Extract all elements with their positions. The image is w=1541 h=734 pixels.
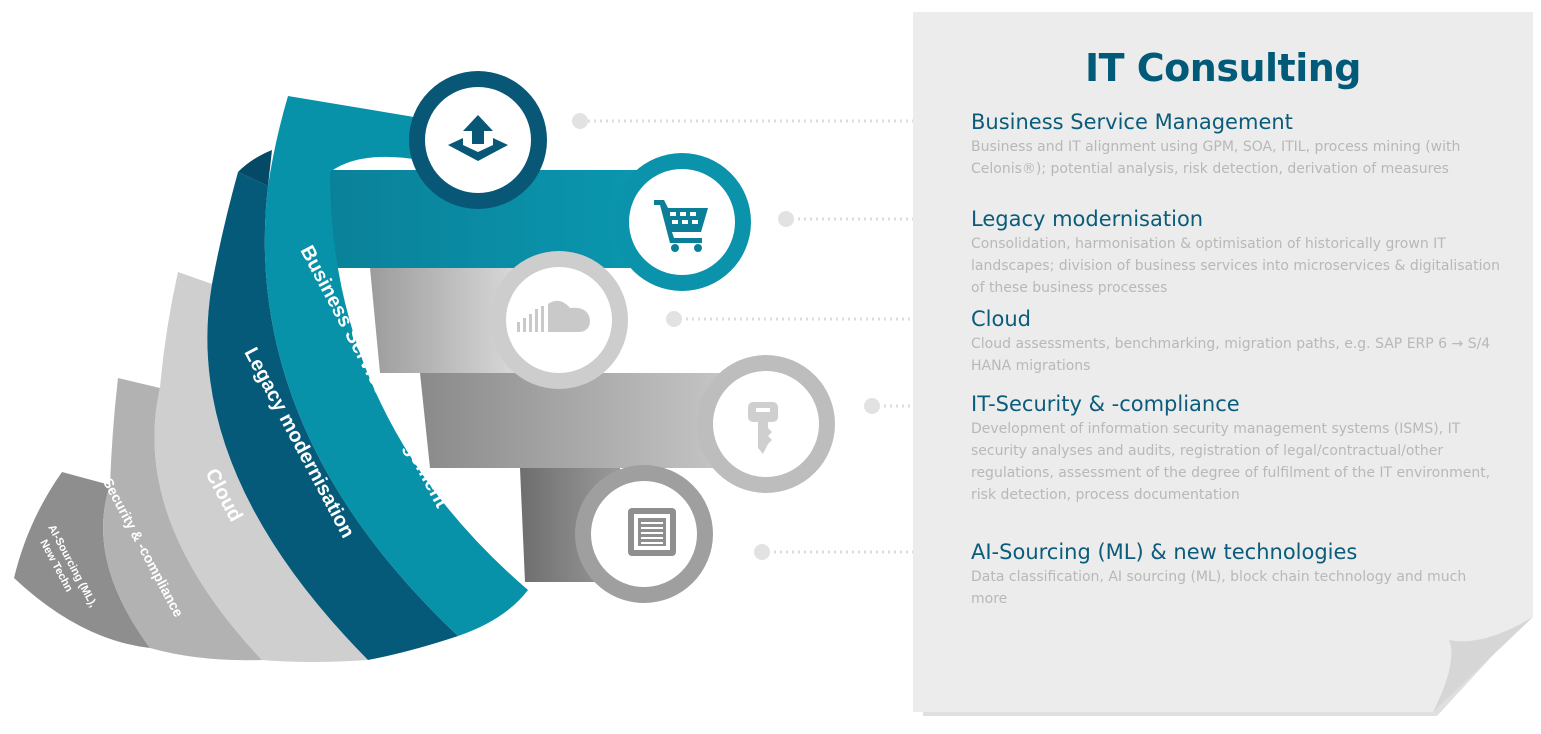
service-title: AI-Sourcing (ML) & new technologies [971,540,1358,564]
upload-tray-icon [448,115,508,161]
connector-dot-ai-start [754,544,770,560]
service-title: IT-Security & -compliance [971,392,1240,416]
service-it-security: IT-Security & -compliance Development of… [971,391,1501,506]
connector-dot-security-start [864,398,880,414]
ribbon-legacy [300,170,660,268]
shopping-cart-icon [654,200,708,252]
band-cloud [154,272,368,662]
document-icon [628,508,676,556]
service-legacy: Legacy modernisation Consolidation, harm… [971,206,1501,299]
band-legacy-modernisation [207,172,458,660]
service-cloud: Cloud Cloud assessments, benchmarking, m… [971,306,1501,377]
key-icon [748,402,778,454]
connector-dot-bsm-start [572,113,588,129]
it-consulting-panel: IT Consulting Business Service Managemen… [913,12,1533,718]
service-title: Legacy modernisation [971,207,1204,231]
fold-shade-bsm [238,150,272,186]
band-it-security [103,378,262,661]
service-description: Data classification, AI sourcing (ML), b… [971,569,1467,607]
service-bsm: Business Service Management Business and… [971,109,1501,180]
service-title: Business Service Management [971,110,1293,134]
soundcloud-icon [517,300,590,332]
service-description: Consolidation, harmonisation & optimisat… [971,236,1500,296]
panel-title: IT Consulting [1085,46,1361,90]
page-curl [1433,617,1533,712]
connector-dot-cloud-start [666,311,682,327]
service-title: Cloud [971,307,1031,331]
band-business-service-management [264,96,528,636]
band-ai-sourcing [14,472,150,648]
service-description: Cloud assessments, benchmarking, migrati… [971,336,1491,374]
ribbon-it-security [420,373,720,468]
service-description: Business and IT alignment using GPM, SOA… [971,139,1461,177]
service-description: Development of information security mana… [971,421,1491,503]
panel-paper [913,12,1533,716]
connector-dot-legacy-start [778,211,794,227]
service-ai-sourcing: AI-Sourcing (ML) & new technologies Data… [971,539,1501,610]
ribbon-cloud [370,268,520,373]
